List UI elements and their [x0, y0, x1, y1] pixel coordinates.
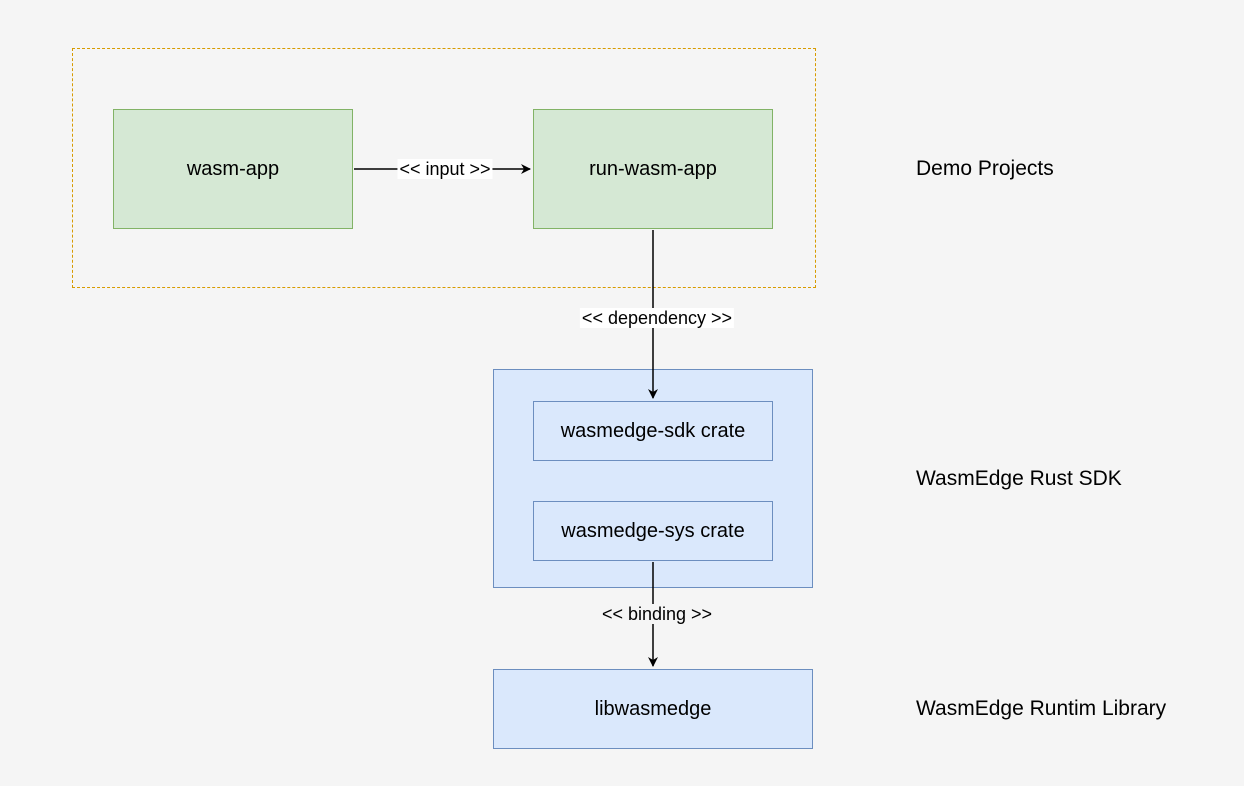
demo-projects-group	[72, 48, 816, 288]
run-wasm-app-node[interactable]: run-wasm-app	[533, 109, 773, 229]
libwasmedge-node[interactable]: libwasmedge	[493, 669, 813, 749]
wasmedge-sdk-crate-node[interactable]: wasmedge-sdk crate	[533, 401, 773, 461]
binding-edge-label: << binding >>	[599, 604, 715, 624]
demo-projects-label: Demo Projects	[916, 157, 1054, 180]
wasmedge-sys-crate-node[interactable]: wasmedge-sys crate	[533, 501, 773, 561]
dependency-edge-label: << dependency >>	[579, 308, 735, 328]
rust-sdk-label: WasmEdge Rust SDK	[916, 467, 1122, 490]
wasm-app-node[interactable]: wasm-app	[113, 109, 353, 229]
wasmedge-sdk-crate-label: wasmedge-sdk crate	[560, 419, 746, 442]
input-edge-label: << input >>	[397, 159, 493, 179]
libwasmedge-label: libwasmedge	[594, 697, 712, 720]
run-wasm-app-label: run-wasm-app	[589, 157, 717, 180]
wasm-app-label: wasm-app	[186, 157, 280, 180]
runtime-library-label: WasmEdge Runtim Library	[916, 697, 1167, 720]
wasmedge-sys-crate-label: wasmedge-sys crate	[561, 519, 745, 542]
